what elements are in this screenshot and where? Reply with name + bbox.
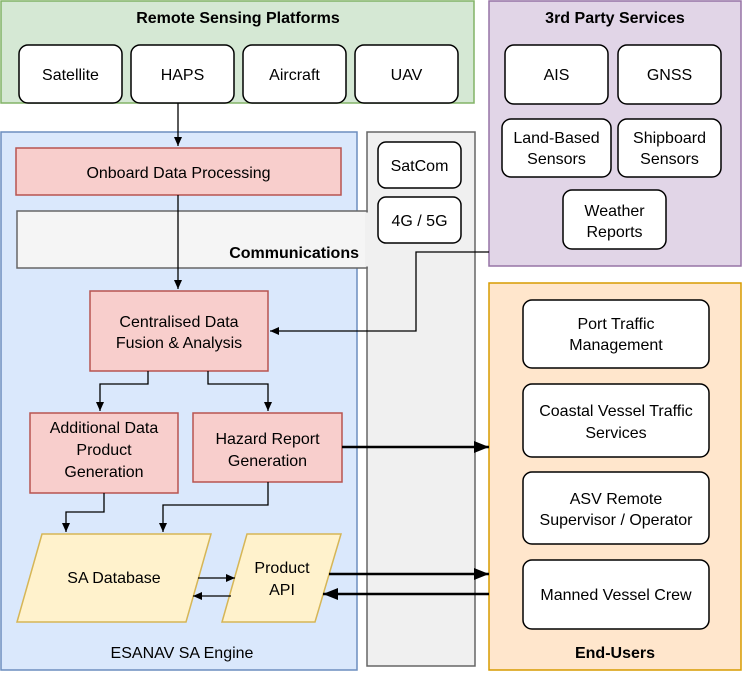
svg-text:Land-Based: Land-Based bbox=[513, 130, 599, 147]
remote-sensing-title: Remote Sensing Platforms bbox=[136, 10, 340, 27]
arrow-fusion-to-hazard bbox=[207, 371, 272, 411]
svg-text:Aircraft: Aircraft bbox=[269, 67, 320, 84]
svg-text:SA Database: SA Database bbox=[67, 570, 161, 587]
svg-text:GNSS: GNSS bbox=[647, 67, 692, 84]
svg-text:HAPS: HAPS bbox=[161, 67, 205, 84]
user-asv-remote-supervisor: ASV Remote Supervisor / Operator bbox=[522, 471, 710, 545]
service-land-based-sensors: Land-Based Sensors bbox=[501, 118, 612, 178]
svg-text:Hazard Report: Hazard Report bbox=[215, 431, 320, 448]
platform-uav: UAV bbox=[354, 44, 459, 104]
comm-4g-5g: 4G / 5G bbox=[377, 196, 462, 244]
sa-database: SA Database bbox=[16, 533, 212, 623]
additional-data-product-generation: Additional Data Product Generation bbox=[29, 412, 179, 494]
arrow-fusion-to-additional bbox=[96, 371, 149, 411]
svg-text:Product: Product bbox=[76, 442, 132, 459]
svg-text:Management: Management bbox=[569, 337, 663, 354]
comm-horizontal-band bbox=[16, 210, 368, 269]
svg-text:Services: Services bbox=[585, 425, 646, 442]
third-party-title: 3rd Party Services bbox=[545, 10, 685, 27]
svg-text:Centralised Data: Centralised Data bbox=[119, 314, 238, 331]
svg-text:4G / 5G: 4G / 5G bbox=[391, 213, 447, 230]
arrow-third-party-to-fusion bbox=[270, 251, 489, 335]
svg-text:Sensors: Sensors bbox=[640, 151, 699, 168]
hazard-report-generation: Hazard Report Generation bbox=[192, 412, 343, 483]
svg-text:Shipboard: Shipboard bbox=[633, 130, 706, 147]
svg-text:Coastal Vessel Traffic: Coastal Vessel Traffic bbox=[539, 403, 693, 420]
svg-text:Generation: Generation bbox=[64, 464, 143, 481]
svg-text:Additional Data: Additional Data bbox=[50, 420, 159, 437]
platform-satellite: Satellite bbox=[18, 44, 123, 104]
svg-text:API: API bbox=[269, 582, 295, 599]
end-users-title: End-Users bbox=[575, 645, 655, 662]
onboard-data-processing: Onboard Data Processing bbox=[15, 147, 342, 196]
svg-text:SatCom: SatCom bbox=[391, 158, 449, 175]
comm-band-join bbox=[365, 212, 369, 267]
svg-text:UAV: UAV bbox=[391, 67, 423, 84]
svg-text:Port Traffic: Port Traffic bbox=[577, 316, 654, 333]
svg-text:Supervisor / Operator: Supervisor / Operator bbox=[540, 512, 694, 529]
service-shipboard-sensors: Shipboard Sensors bbox=[617, 118, 722, 178]
service-ais: AIS bbox=[504, 44, 609, 105]
user-manned-vessel-crew: Manned Vessel Crew bbox=[522, 559, 710, 630]
platform-haps: HAPS bbox=[130, 44, 235, 104]
comm-satcom: SatCom bbox=[377, 141, 462, 189]
svg-text:Product: Product bbox=[254, 560, 310, 577]
svg-text:ASV Remote: ASV Remote bbox=[570, 491, 663, 508]
product-api: Product API bbox=[221, 533, 343, 623]
service-weather-reports: Weather Reports bbox=[562, 189, 667, 250]
service-gnss: GNSS bbox=[617, 44, 722, 105]
data-fusion-analysis: Centralised Data Fusion & Analysis bbox=[89, 290, 269, 372]
svg-text:Satellite: Satellite bbox=[42, 67, 99, 84]
user-port-traffic-management: Port Traffic Management bbox=[522, 299, 710, 369]
communications-label: Communications bbox=[229, 245, 359, 262]
svg-text:AIS: AIS bbox=[544, 67, 570, 84]
platform-aircraft: Aircraft bbox=[242, 44, 347, 104]
arrow-hazard-to-database bbox=[159, 482, 269, 532]
svg-text:Weather: Weather bbox=[584, 203, 645, 220]
svg-text:Sensors: Sensors bbox=[527, 151, 586, 168]
svg-text:Onboard Data Processing: Onboard Data Processing bbox=[86, 165, 270, 182]
engine-label: ESANAV SA Engine bbox=[111, 645, 254, 662]
user-coastal-vessel-traffic-services: Coastal Vessel Traffic Services bbox=[522, 383, 710, 458]
svg-text:Reports: Reports bbox=[586, 224, 642, 241]
svg-text:Generation: Generation bbox=[228, 453, 307, 470]
arrow-additional-to-database bbox=[62, 493, 105, 532]
svg-text:Manned Vessel Crew: Manned Vessel Crew bbox=[540, 587, 692, 604]
svg-text:Fusion & Analysis: Fusion & Analysis bbox=[116, 335, 242, 352]
